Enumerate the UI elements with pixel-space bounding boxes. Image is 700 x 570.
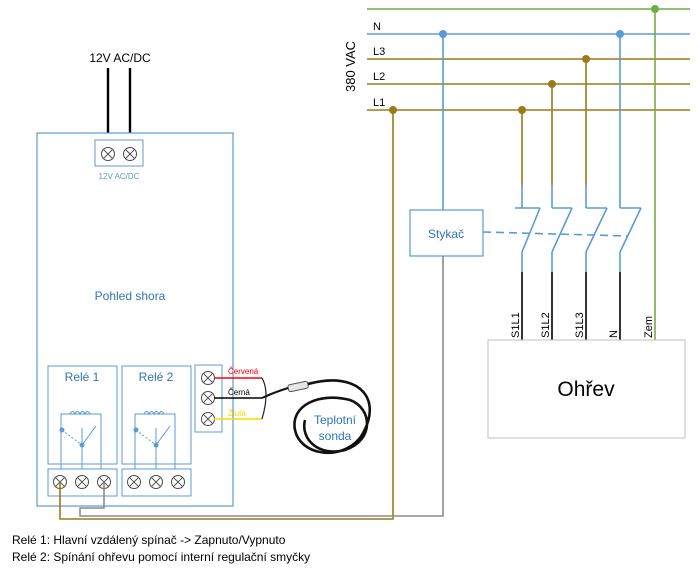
heater-terminal-s1l1: S1L1 <box>510 312 522 338</box>
contactor-mechanical-link <box>482 231 629 237</box>
probe-wire-black-label: Černá <box>228 388 250 397</box>
line-label-l1: L1 <box>373 97 385 109</box>
line-label-l2: L2 <box>373 71 385 83</box>
supply-label: 12V AC/DC <box>89 51 151 65</box>
supply-terminal-label: 12V AC/DC <box>99 172 140 181</box>
relay-2-label: Relé 2 <box>139 370 174 384</box>
contactor: Stykač <box>409 209 484 257</box>
probe-sensor <box>287 380 309 393</box>
earth-junction <box>651 5 659 13</box>
l1-to-relay-wire <box>59 110 394 520</box>
relay-2-contacts <box>133 411 176 475</box>
relay-2-screw-3 <box>171 475 185 489</box>
probe-screw-3 <box>201 412 215 426</box>
relay-module: 12V AC/DC Pohled shora Relé 1 Relé 2 <box>36 132 234 507</box>
probe-label-1: Teplotní <box>314 413 357 427</box>
note-relay-1: Relé 1: Hlavní vzdálený spínač -> Zapnut… <box>12 533 286 547</box>
probe-wire-red-label: Červená <box>228 367 259 376</box>
heater-terminal-s1l2: S1L2 <box>540 312 552 338</box>
contactor-wiring <box>439 30 642 340</box>
module-view-label: Pohled shora <box>95 289 166 303</box>
heater-terminal-s1l3: S1L3 <box>574 312 586 338</box>
probe-screw-2 <box>201 391 215 405</box>
temperature-probe: Červená Černá Žlutá Teplotní sonda <box>214 367 372 455</box>
mains-voltage-label: 380 VAC <box>343 41 358 92</box>
relay-1-screw-2 <box>75 475 89 489</box>
supply-screw-2 <box>123 147 137 161</box>
line-label-l3: L3 <box>373 46 385 58</box>
probe-screw-1 <box>201 371 215 385</box>
note-relay-2: Relé 2: Spínání ohřevu pomocí interní re… <box>12 550 310 564</box>
heater-terminal-n: N <box>608 330 620 338</box>
probe-wire-yellow-label: Žlutá <box>228 409 246 418</box>
relay-1-contacts <box>59 411 102 475</box>
probe-label-2: sonda <box>319 429 352 443</box>
heater-terminal-zem: Zem <box>643 316 655 338</box>
relay-2-screw-2 <box>149 475 163 489</box>
contactor-label: Stykač <box>428 227 464 241</box>
relay-1-label: Relé 1 <box>65 370 100 384</box>
line-label-n: N <box>373 21 381 33</box>
heater-label: Ohřev <box>557 378 615 401</box>
supply-screw-1 <box>101 147 115 161</box>
heater: Ohřev S1L1 S1L2 S1L3 N Zem <box>487 312 686 439</box>
relay-to-coil-wire <box>79 256 444 517</box>
relay-2-screw-1 <box>127 475 141 489</box>
probe-cable <box>293 379 372 455</box>
mains-bus: N L3 L2 L1 380 VAC <box>343 8 690 111</box>
